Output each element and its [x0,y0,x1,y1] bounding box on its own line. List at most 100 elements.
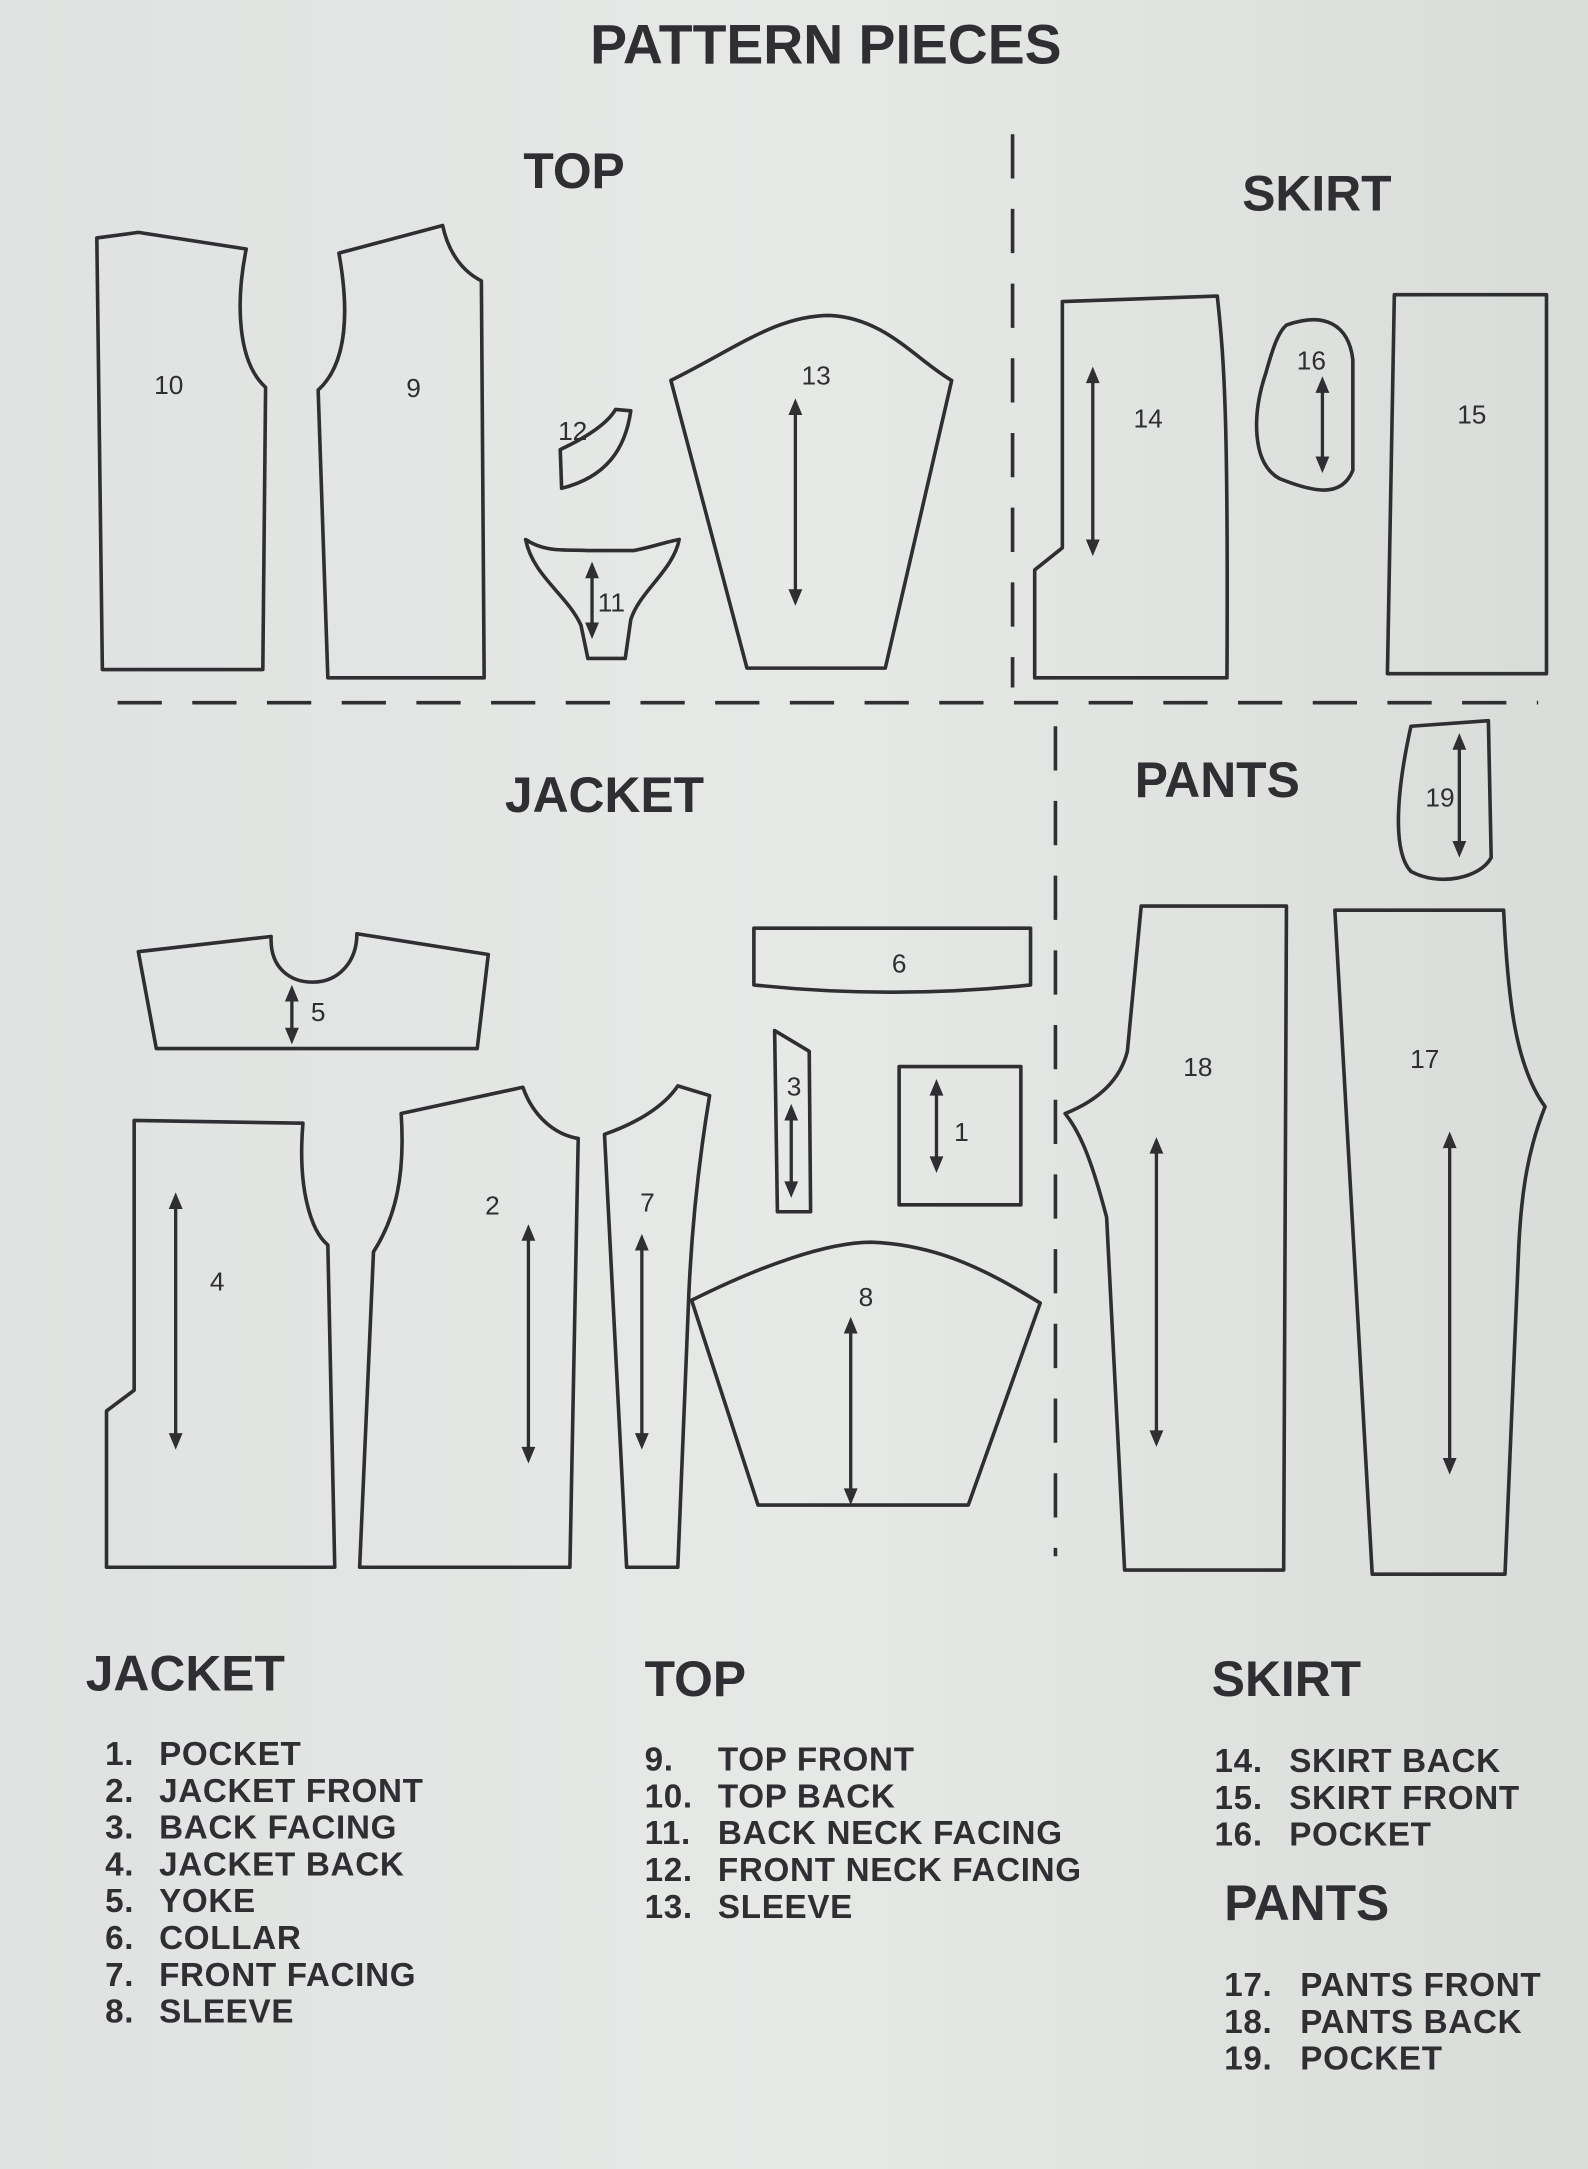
svg-text:4: 4 [210,1267,225,1297]
legend-item-number: 16. [1215,1817,1263,1854]
svg-text:3: 3 [787,1072,802,1102]
grainline-arrow [1315,376,1330,474]
piece-10-top-back: 10 [95,230,268,672]
legend-item-name: YOKE [159,1883,256,1920]
legend-item-number: 18. [1224,2004,1272,2041]
legend-item-name: BACK FACING [159,1810,397,1847]
piece-19-pants-pocket: 19 [1396,718,1493,881]
svg-text:7: 7 [640,1188,655,1218]
legend-item-name: SLEEVE [718,1889,853,1926]
svg-text:SKIRT: SKIRT [1212,1651,1361,1707]
legend-item-number: 10. [645,1778,693,1815]
piece-1-pocket: 1 [897,1064,1023,1207]
legend-item-number: 4. [105,1846,134,1883]
grainline-arrow [1452,733,1467,858]
grainline-arrow [168,1192,183,1450]
legend-item-number: 11. [645,1815,691,1852]
legend-item-name: BACK NECK FACING [718,1815,1063,1852]
legend-pants: PANTS 17. PANTS FRONT 18. PANTS BACK 19. POCK… [1224,1875,1541,2078]
piece-14-skirt-back: 14 [1032,294,1230,680]
svg-text:PANTS: PANTS [1224,1875,1389,1931]
legend-item-name: PANTS FRONT [1300,1967,1541,2004]
legend-item-number: 6. [105,1920,134,1957]
piece-11-back-neck-facing: 11 [523,537,681,661]
svg-text:16: 16 [1297,345,1326,375]
grainline-arrow [521,1224,536,1464]
svg-text:JACKET: JACKET [86,1645,285,1701]
grainline-arrow [1442,1131,1457,1475]
legend-item-number: 2. [105,1773,134,1810]
piece-16-skirt-pocket: 16 [1254,318,1355,492]
svg-text:1: 1 [954,1117,969,1147]
legend-item-number: 8. [105,1994,134,2031]
piece-8-jacket-sleeve: 8 [689,1240,1043,1507]
legend-item-name: TOP FRONT [718,1742,915,1779]
legend-item-number: 7. [105,1957,134,1994]
legend-item-number: 19. [1224,2041,1272,2078]
piece-6-collar: 6 [752,926,1033,994]
svg-text:17: 17 [1410,1044,1439,1074]
legend-item-name: JACKET FRONT [159,1773,424,1810]
legend-item-name: PANTS BACK [1300,2004,1522,2041]
piece-12-front-neck-facing: 12 [558,407,633,491]
page-title: PATTERN PIECES [590,14,1061,76]
svg-text:14: 14 [1134,403,1163,433]
legend-item-number: 13. [645,1889,693,1926]
legend-item-name: FRONT NECK FACING [718,1852,1082,1889]
grainline-arrow [843,1316,858,1506]
piece-13-top-sleeve: 13 [669,313,954,670]
grainline-arrow [1149,1137,1164,1447]
piece-7-front-facing: 7 [602,1084,712,1570]
grainline-arrow [1085,366,1100,557]
grainline-arrow [634,1233,649,1450]
svg-text:10: 10 [154,370,183,400]
grainline-arrow [929,1078,944,1174]
legend-item-name: FRONT FACING [159,1957,416,1994]
svg-text:6: 6 [892,948,907,978]
piece-2-jacket-front: 2 [357,1085,581,1570]
grainline-arrow [284,984,299,1045]
grainline-arrows [168,366,1467,1506]
legend-item-number: 1. [105,1736,134,1773]
piece-18-pants-back: 18 [1063,904,1289,1572]
legend-item-name: SKIRT BACK [1289,1743,1501,1780]
svg-text:TOP: TOP [645,1651,746,1707]
svg-text:19: 19 [1425,782,1454,812]
svg-text:13: 13 [802,361,831,391]
section-label-top: TOP [523,143,624,199]
legend-item-name: COLLAR [159,1920,301,1957]
legend-item-number: 15. [1215,1780,1263,1817]
svg-text:12: 12 [558,416,587,446]
legend-item-number: 14. [1215,1743,1263,1780]
svg-text:11: 11 [598,587,625,617]
svg-text:15: 15 [1457,399,1486,429]
legend-item-number: 9. [645,1742,674,1779]
legend-item-name: JACKET BACK [159,1846,404,1883]
piece-15-skirt-front: 15 [1385,292,1549,676]
piece-4-jacket-back: 4 [104,1118,337,1570]
legend-item-number: 5. [105,1883,134,1920]
svg-text:18: 18 [1183,1052,1212,1082]
legend-item-name: SKIRT FRONT [1289,1780,1520,1817]
grainline-arrow [784,1103,799,1198]
section-label-skirt: SKIRT [1242,165,1391,221]
svg-text:5: 5 [311,997,326,1027]
legend-item-number: 17. [1224,1967,1272,2004]
legend-item-name: POCKET [159,1736,301,1773]
svg-text:2: 2 [485,1191,500,1221]
grainline-arrow [585,561,599,640]
grainline-arrow [788,398,803,606]
legend-jacket: JACKET 1. POCKET 2. JACKET FRONT 3. BACK FACI… [86,1645,424,2031]
section-label-jacket: JACKET [505,767,704,823]
legend-item-name: POCKET [1300,2041,1442,2078]
svg-text:9: 9 [406,373,421,403]
svg-text:8: 8 [859,1282,874,1312]
section-label-pants: PANTS [1135,752,1300,808]
legend-top: TOP 9. TOP FRONT 10. TOP BACK 11. BACK NECK F… [645,1651,1082,1926]
legend-item-number: 12. [645,1852,693,1889]
legend-item-number: 3. [105,1810,134,1847]
piece-17-pants-front: 17 [1333,908,1547,1576]
legend-item-name: TOP BACK [718,1778,896,1815]
